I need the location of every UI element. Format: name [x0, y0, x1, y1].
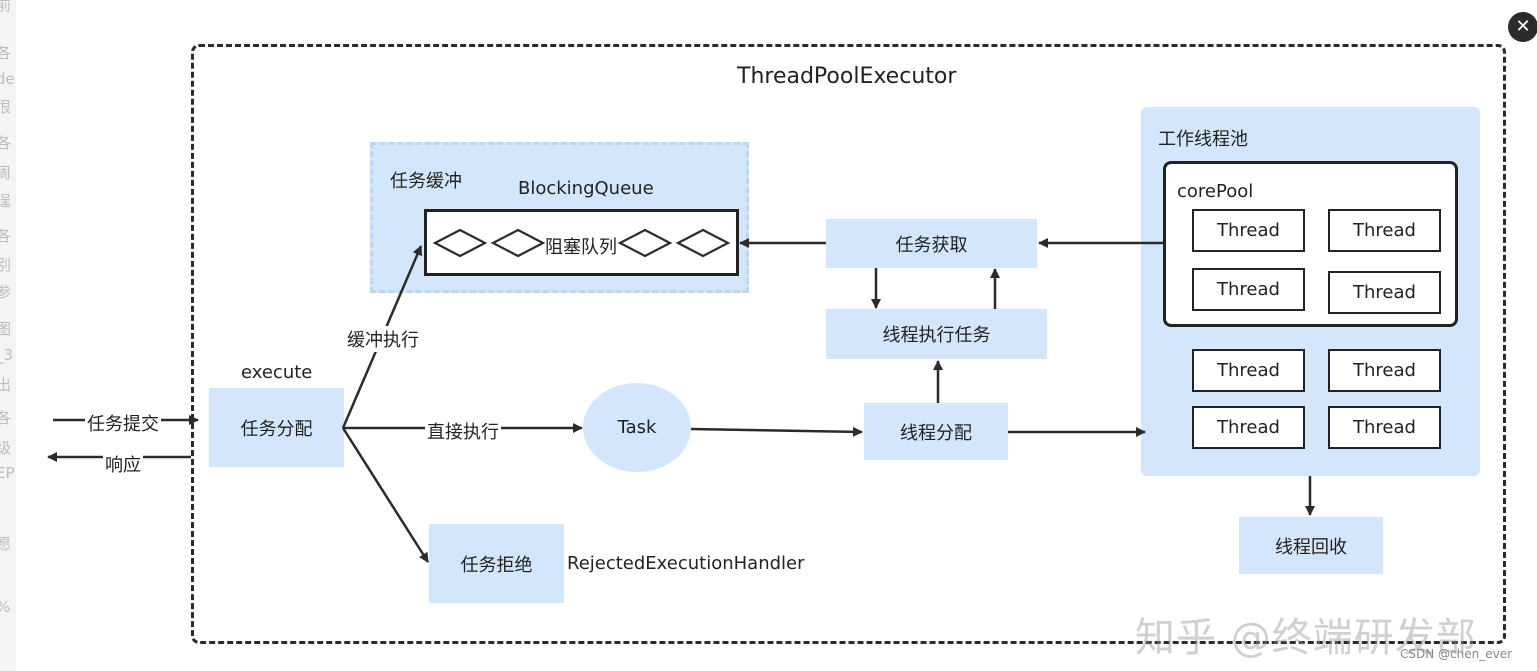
buffer-exec-label: 缓冲执行: [345, 326, 421, 352]
background-text-fragment: de: [0, 70, 15, 88]
zhihu-watermark: 知乎 @终端研发部: [1135, 615, 1477, 661]
execute-label: execute: [241, 362, 313, 383]
thread-box: Thread: [1192, 406, 1305, 449]
queue-slot-diamond: [432, 228, 488, 258]
thread-box: Thread: [1328, 406, 1441, 449]
background-text-fragment: _3: [0, 346, 14, 364]
thread-box: Thread: [1192, 349, 1305, 392]
thread-box: Thread: [1328, 209, 1441, 252]
background-text-fragment: 各: [0, 44, 12, 62]
thread-box: Thread: [1328, 349, 1441, 392]
background-text-fragment: 愿: [0, 535, 12, 553]
task-node: Task: [583, 383, 691, 472]
thread-recycle-box: 线程回收: [1239, 517, 1383, 574]
queue-slot-diamond: [490, 228, 546, 258]
close-button[interactable]: ✕: [1508, 12, 1537, 42]
csdn-credit: CSDN @chen_ever: [1400, 647, 1513, 661]
thread-execute-task-box: 线程执行任务: [826, 309, 1047, 359]
background-text-fragment: EP: [0, 464, 15, 482]
task-dispatch-box: 任务分配: [209, 388, 344, 467]
background-text-fragment: 图: [0, 320, 12, 338]
background-text-fragment: 别: [0, 256, 12, 274]
background-text-fragment: 级: [0, 439, 12, 457]
queue-slot-diamond: [675, 228, 731, 258]
thread-pool-executor-frame: [191, 44, 1506, 644]
background-text-fragment: 周: [0, 164, 12, 182]
response-label: 响应: [103, 451, 143, 477]
diagram-title: ThreadPoolExecutor: [737, 64, 957, 89]
background-text-fragment: 前: [0, 0, 12, 14]
blocking-queue-text: 阻塞队列: [545, 237, 617, 258]
background-text-fragment: 出: [0, 376, 12, 394]
task-reject-box: 任务拒绝: [429, 524, 564, 603]
background-text-fragment: 逞: [0, 192, 12, 210]
background-text-fragment: %: [0, 598, 10, 616]
direct-exec-label: 直接执行: [425, 418, 501, 444]
reject-arrow: [341, 427, 430, 563]
task-to-assign-arrow: [690, 426, 863, 437]
background-text-fragment: 各: [0, 409, 12, 427]
blocking-queue-title: BlockingQueue: [518, 178, 654, 199]
queue-slot-diamond: [617, 228, 673, 258]
background-text-fragment: 各: [0, 227, 12, 245]
thread-assign-box: 线程分配: [864, 403, 1008, 460]
background-text-fragment: 很: [0, 98, 12, 116]
core-pool-label: corePool: [1177, 181, 1254, 202]
background-text-fragment: 各: [0, 134, 12, 152]
thread-box: Thread: [1192, 209, 1305, 252]
task-buffer-label: 任务缓冲: [390, 171, 462, 192]
thread-box: Thread: [1192, 268, 1305, 311]
background-text-fragment: 参: [0, 283, 12, 301]
rejected-handler-label: RejectedExecutionHandler: [567, 553, 805, 574]
worker-pool-label: 工作线程池: [1158, 129, 1248, 150]
close-icon: ✕: [1515, 16, 1531, 37]
task-submit-label: 任务提交: [85, 410, 161, 436]
task-fetch-box: 任务获取: [826, 219, 1037, 268]
thread-box: Thread: [1328, 271, 1441, 314]
background-page-strip: 前 各 de 很 各 周 逞 各 别 参 图 _3 出 各 级 EP 愿 %: [0, 0, 16, 671]
